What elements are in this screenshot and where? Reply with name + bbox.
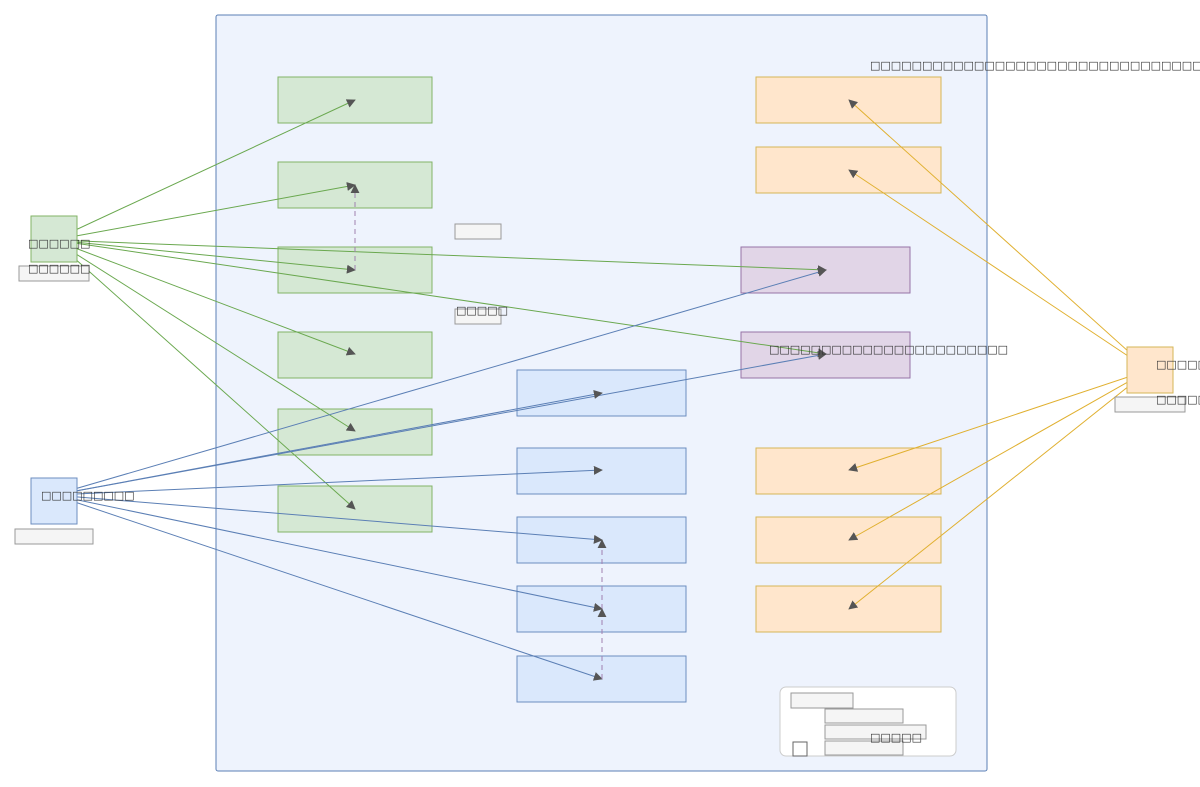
floating-tag-1 <box>454 223 502 240</box>
actor-orange-tag-box <box>1114 396 1186 413</box>
legend-swatch-2 <box>824 708 904 724</box>
orange-use-case-5[interactable] <box>755 585 942 633</box>
legend-swatch-1 <box>790 692 854 709</box>
legend-swatch-3 <box>824 724 927 740</box>
actor-green-label: □□□□□□ <box>28 237 90 250</box>
actor-orange-tag: □□□□□ <box>1156 393 1200 406</box>
actor-blue-tag-box <box>14 528 94 545</box>
orange-use-case-3[interactable] <box>755 447 942 495</box>
actor-green-tag: □□□□□□ <box>28 262 90 275</box>
floating-tag-2 <box>454 308 502 325</box>
orange-use-case-4[interactable] <box>755 516 942 564</box>
floating-label-1: □□□□□ <box>456 304 508 317</box>
actor-blue-label: □□□□□□□□□ <box>41 489 135 502</box>
actor-green-icon[interactable] <box>30 215 78 263</box>
orange-associations <box>848 99 1150 610</box>
actor-blue-icon[interactable] <box>30 477 78 525</box>
blue-use-case-2[interactable] <box>516 447 687 495</box>
legend-text: □□□□□ <box>870 731 922 744</box>
purple-use-case-2-label: □□□□□□□□□□□□□□□□□□□□□□□ <box>769 343 1008 356</box>
legend-checkbox[interactable] <box>792 741 808 757</box>
actor-green-tag-box <box>18 265 90 282</box>
actor-orange-icon[interactable] <box>1126 346 1174 394</box>
top-note: □□□□□□□□□□□□□□□□□□□□□□□□□□□□□□□□□□□□□□□□… <box>870 59 1200 72</box>
green-use-case-5[interactable] <box>277 408 433 456</box>
green-associations <box>53 99 827 510</box>
orange-use-case-1[interactable] <box>755 76 942 124</box>
legend: □□□□□ <box>779 686 957 757</box>
legend-swatch-4 <box>824 740 904 756</box>
actor-orange-label: □□□□□ <box>1156 358 1200 371</box>
include-relations <box>350 184 607 679</box>
green-use-case-4[interactable] <box>277 331 433 379</box>
blue-associations <box>53 267 827 681</box>
orange-use-case-2[interactable] <box>755 146 942 194</box>
